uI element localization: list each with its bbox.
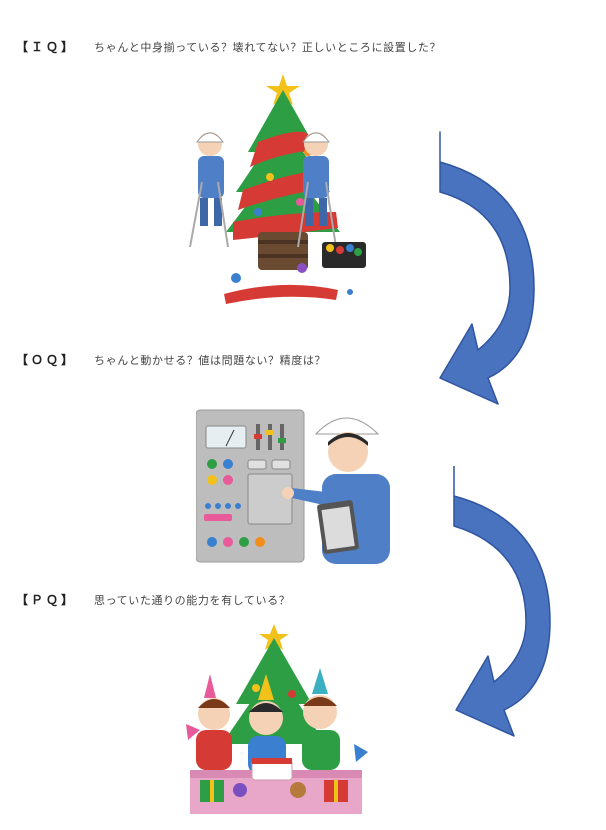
christmas-party-svg (186, 624, 368, 814)
control-panel-svg (196, 409, 390, 564)
step-pq-tag: 【ＰＱ】 (16, 593, 77, 607)
step-iq-row: 【ＩＱ】 ちゃんと中身揃っている？壊れてない？正しいところに設置した？ (16, 38, 441, 55)
tree-installation-svg (189, 74, 366, 304)
christmas-party-illustration (186, 624, 368, 816)
curved-arrow-down-icon (453, 466, 551, 737)
step-iq-tag: 【ＩＱ】 (16, 40, 77, 54)
step-pq-question: 思っていた通りの能力を有している？ (94, 594, 291, 607)
step-oq-question: ちゃんと動かせる？値は問題ない？精度は？ (94, 354, 327, 367)
step-pq-row: 【ＰＱ】 思っていた通りの能力を有している？ (16, 591, 290, 608)
control-panel-illustration (196, 402, 406, 567)
step-oq-tag: 【ＯＱ】 (16, 353, 77, 367)
flow-arrow-1 (430, 128, 580, 428)
step-iq-question: ちゃんと中身揃っている？壊れてない？正しいところに設置した？ (94, 41, 442, 54)
curved-arrow-down-icon (439, 131, 535, 405)
flow-arrow-2 (450, 466, 590, 756)
tree-installation-illustration (188, 72, 378, 312)
step-oq-row: 【ＯＱ】 ちゃんと動かせる？値は問題ない？精度は？ (16, 351, 326, 368)
